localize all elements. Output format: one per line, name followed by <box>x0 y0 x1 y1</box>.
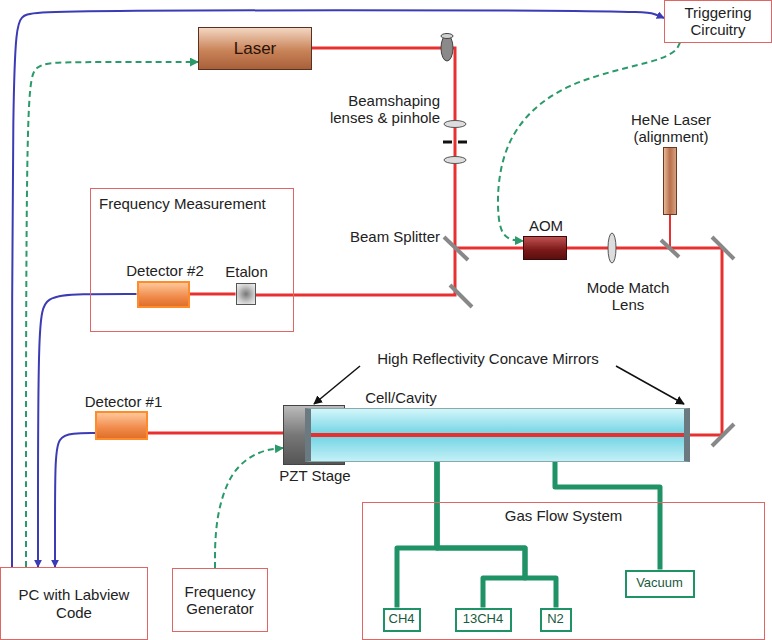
node-label: Detector #2 <box>126 262 204 279</box>
beam-splitter <box>444 237 468 260</box>
gas-source: 13CH4 <box>455 608 512 632</box>
group-box: CH4 13CH4 N2 Vacuum Gas Flow System <box>362 502 765 640</box>
gas-line <box>437 462 525 608</box>
pinhole-symbol <box>458 141 467 144</box>
mirror <box>712 237 734 259</box>
lens-symbol <box>444 157 466 164</box>
node-label: Frequency Generator <box>178 583 262 618</box>
part-label: Beam Splitter <box>300 228 440 245</box>
leader-arrow <box>616 366 684 404</box>
mirror <box>712 424 734 446</box>
mirror <box>661 240 679 257</box>
circuit-box: Triggering Circuitry <box>664 0 772 43</box>
node-label: Laser <box>234 39 277 59</box>
etalon-symbol: Etalon <box>236 283 256 305</box>
node-label: Vacuum <box>636 576 683 591</box>
signal-wire <box>55 433 95 567</box>
node-label: PZT Stage <box>279 467 350 484</box>
gas-source: N2 <box>540 608 572 632</box>
cavity-cell: Cell/Cavity <box>305 408 690 462</box>
laser-beam <box>190 293 236 296</box>
gas-source: CH4 <box>383 608 421 632</box>
detector-box: Detector #2 <box>137 281 190 308</box>
node-label: CH4 <box>389 612 415 627</box>
alignment-beam <box>669 215 671 248</box>
detector-box: Detector #1 <box>95 411 148 440</box>
node-label: Cell/Cavity <box>365 389 437 406</box>
node-label: Triggering Circuitry <box>670 4 766 39</box>
node-label: Detector #1 <box>85 393 163 410</box>
laser-tube: HeNe Laser (alignment) <box>663 147 677 215</box>
group-heading: Gas Flow System <box>505 507 623 524</box>
node-label: PC with Labview Code <box>18 586 130 621</box>
gas-line <box>397 462 437 608</box>
node-label: HeNe Laser (alignment) <box>621 111 721 146</box>
node-label: N2 <box>547 612 564 627</box>
leader-arrow <box>314 366 360 404</box>
group-box: Detector #2 Etalon Frequency Measurement <box>90 188 294 332</box>
laser-box: Laser <box>198 27 312 70</box>
part-label: Mode Match Lens <box>583 279 673 314</box>
part-label: High Reflectivity Concave Mirrors <box>348 350 628 367</box>
mode-match-lens <box>608 233 616 263</box>
modulator-box: AOM <box>523 236 567 260</box>
lens-symbol <box>444 121 466 128</box>
signal-wire <box>12 10 664 567</box>
laser-beam <box>148 432 283 435</box>
node-label: 13CH4 <box>463 612 503 627</box>
control-wire <box>215 448 283 568</box>
computer-box: PC with Labview Code <box>0 567 148 640</box>
part-label: Beamshaping lenses & pinhole <box>312 92 440 127</box>
group-heading: Frequency Measurement <box>99 195 266 212</box>
gas-line <box>437 462 556 608</box>
generator-box: Frequency Generator <box>172 568 268 632</box>
mirror <box>450 285 472 307</box>
laser-beam <box>455 247 523 250</box>
cylinder-lens <box>441 34 453 39</box>
pinhole-symbol <box>443 141 452 144</box>
laser-beam <box>567 248 722 435</box>
node-label: Etalon <box>225 263 268 280</box>
vacuum-pump: Vacuum <box>625 570 695 598</box>
node-label: AOM <box>529 217 563 234</box>
control-wire <box>26 62 198 567</box>
laser-beam <box>256 48 455 295</box>
